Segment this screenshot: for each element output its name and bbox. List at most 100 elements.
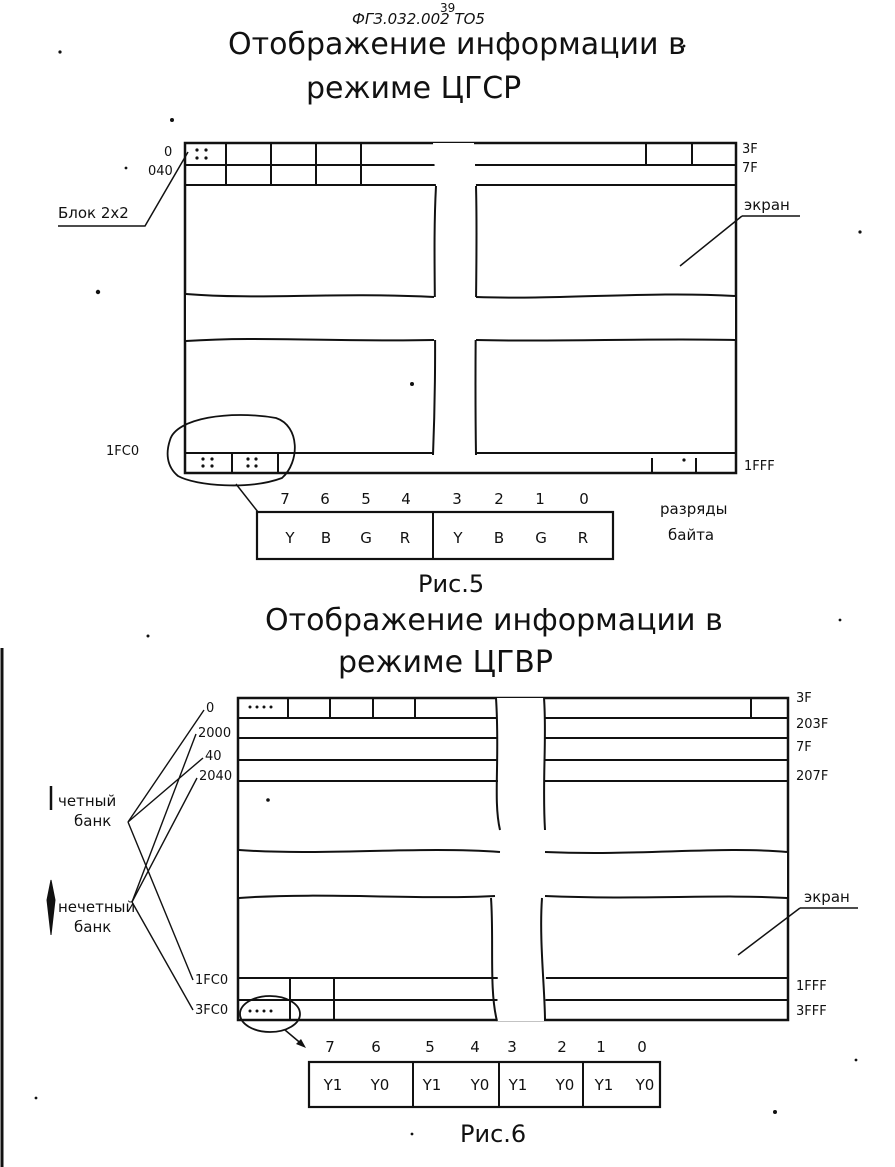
fig6-addr-right-5: 3FFF: [796, 1004, 827, 1019]
fig6-addr-right-0: 3F: [796, 691, 812, 706]
fig6-title-line2: режиме ЦГВР: [338, 645, 553, 680]
fig6-bit-cell: Y1: [323, 1076, 343, 1094]
fig6-bank-leaders: [127, 709, 205, 1011]
fig5-screen-leader: [679, 215, 743, 267]
fig5-pixel-dots-top: [195, 148, 208, 160]
fig5-bit-number: 3: [452, 490, 462, 508]
fig6-title-line1: Отображение информации в: [265, 603, 723, 638]
fig6-addr-left-3: 2040: [199, 769, 232, 784]
fig6-break-edge: [495, 697, 501, 831]
fig5-addr-left-1: 040: [148, 164, 173, 179]
fig6-bit-number: 4: [470, 1038, 480, 1056]
fig6-bit-cell: Y0: [635, 1076, 655, 1094]
fig5-bit-number: 4: [401, 490, 411, 508]
fig6-break-edge: [540, 897, 546, 1022]
fig6-zoom-circle: [239, 995, 301, 1033]
fig5-break-edge: [475, 293, 736, 299]
fig5-addr-left-0: 0: [164, 145, 172, 160]
fig6-addr-right-2: 7F: [796, 740, 812, 755]
fig5-bit-number: 1: [535, 490, 545, 508]
fig5-addr-right-1: 7F: [742, 161, 758, 176]
fig5-bit-cell: B: [494, 529, 504, 547]
fig5-addr-right-2: 1FFF: [744, 459, 775, 474]
fig6-horizontal-break: [239, 850, 787, 898]
fig6-bit-number: 1: [596, 1038, 606, 1056]
fig5-title-line2: режиме ЦГСР: [306, 71, 521, 106]
fig5-bit-cell: Y: [284, 529, 295, 547]
fig5-pixel-dots-bottom: [201, 457, 258, 468]
fig5-horizontal-break: [186, 294, 735, 341]
fig6-addr-right-3: 207F: [796, 769, 828, 784]
fig6-caption: Рис.6: [460, 1120, 526, 1148]
fig6-odd-bank-arrow-icon: [46, 879, 56, 936]
fig5-bit-number: 7: [280, 490, 290, 508]
fig5-bits-label-line2: байта: [668, 526, 714, 544]
fig5-bit-cell: B: [321, 529, 331, 547]
fig6-bit-cell: Y0: [470, 1076, 490, 1094]
fig5-bit-number: 0: [579, 490, 589, 508]
fig6-break-edge: [238, 894, 496, 899]
fig5-block-label: Блок 2х2: [58, 204, 129, 222]
fig6-odd-bank-line2: банк: [74, 918, 111, 936]
fig6-bit-cell: Y1: [508, 1076, 528, 1094]
fig6-break-edge: [490, 897, 498, 1022]
fig6-addr-left-5: 3FC0: [195, 1003, 228, 1018]
fig5-bit-numbers: 7 6 5 4 3 2 1 0: [280, 490, 589, 508]
fig5-block-leader: [58, 151, 189, 227]
fig6-screen-leader: [737, 907, 801, 956]
fig5-bit-cell: Y: [452, 529, 463, 547]
fig5-bit-number: 5: [361, 490, 371, 508]
fig6-odd-bank-line1: нечетный: [58, 898, 135, 916]
fig5-bit-cell: R: [578, 529, 588, 547]
fig6-screen-label: экран: [804, 888, 850, 906]
document-reference: ФГЗ.032.002 ТО5: [352, 10, 485, 28]
document-reference-superscript: 39: [440, 1, 455, 15]
fig5-byte-border: [255, 510, 615, 561]
fig6-addr-left-4: 1FC0: [195, 973, 228, 988]
fig6-break-edge: [544, 895, 788, 899]
fig6-bit-numbers: 7 6 5 4 3 2 1 0: [325, 1038, 647, 1056]
fig6-even-bank-line2: банк: [74, 812, 111, 830]
fig5-break-edge: [185, 337, 435, 342]
fig6-bit-number: 7: [325, 1038, 335, 1056]
fig6-screen-map: [236, 696, 790, 1022]
fig6-addr-left-0: 0: [206, 701, 214, 716]
fig5-bit-cell: R: [400, 529, 410, 547]
fig5-screen-map: [183, 141, 738, 475]
fig6-bit-number: 2: [557, 1038, 567, 1056]
fig5-zoom-circle: [166, 414, 296, 487]
fig6-break-edge: [543, 697, 546, 831]
fig5-bit-cell: G: [535, 529, 547, 547]
fig5-zoom-leader: [235, 483, 259, 513]
fig5-break-edge: [185, 293, 435, 298]
fig6-byte-box: Y1 Y0 Y1 Y0 Y1 Y0 Y1 Y0: [307, 1060, 662, 1109]
fig6-zoom-arrow-icon: [296, 1039, 306, 1048]
fig5-addr-right-0: 3F: [742, 142, 758, 157]
fig6-break-edge: [238, 849, 501, 853]
fig6-bit-cell: Y1: [422, 1076, 442, 1094]
fig5-break-edge: [475, 338, 736, 342]
fig5-bit-number: 6: [320, 490, 330, 508]
fig6-bit-number: 3: [507, 1038, 517, 1056]
fig5-bits-label-line1: разряды: [660, 500, 727, 518]
fig6-addr-right-1: 203F: [796, 717, 828, 732]
fig6-addr-left-1: 2000: [198, 726, 231, 741]
fig6-bit-cell: Y1: [594, 1076, 614, 1094]
fig6-byte-border: [307, 1060, 662, 1109]
fig6-bit-number: 6: [371, 1038, 381, 1056]
fig5-byte-box: Y B G R Y B G R: [255, 510, 615, 561]
fig6-bit-cell: Y0: [370, 1076, 390, 1094]
fig5-bit-number: 2: [494, 490, 504, 508]
fig5-title-line1: Отображение информации в: [228, 27, 686, 62]
fig6-bit-number: 5: [425, 1038, 435, 1056]
fig6-pixel-dots-bottom: [248, 1009, 273, 1013]
fig5-screen-label: экран: [744, 196, 790, 214]
fig5-bit-cell: G: [360, 529, 372, 547]
fig6-bit-cell: Y0: [555, 1076, 575, 1094]
fig5-addr-left-2: 1FC0: [106, 444, 139, 459]
figure-6: Отображение информации в режиме ЦГВР: [0, 603, 858, 1167]
fig5-caption: Рис.5: [418, 570, 484, 598]
scan-noise: [34, 44, 862, 1136]
